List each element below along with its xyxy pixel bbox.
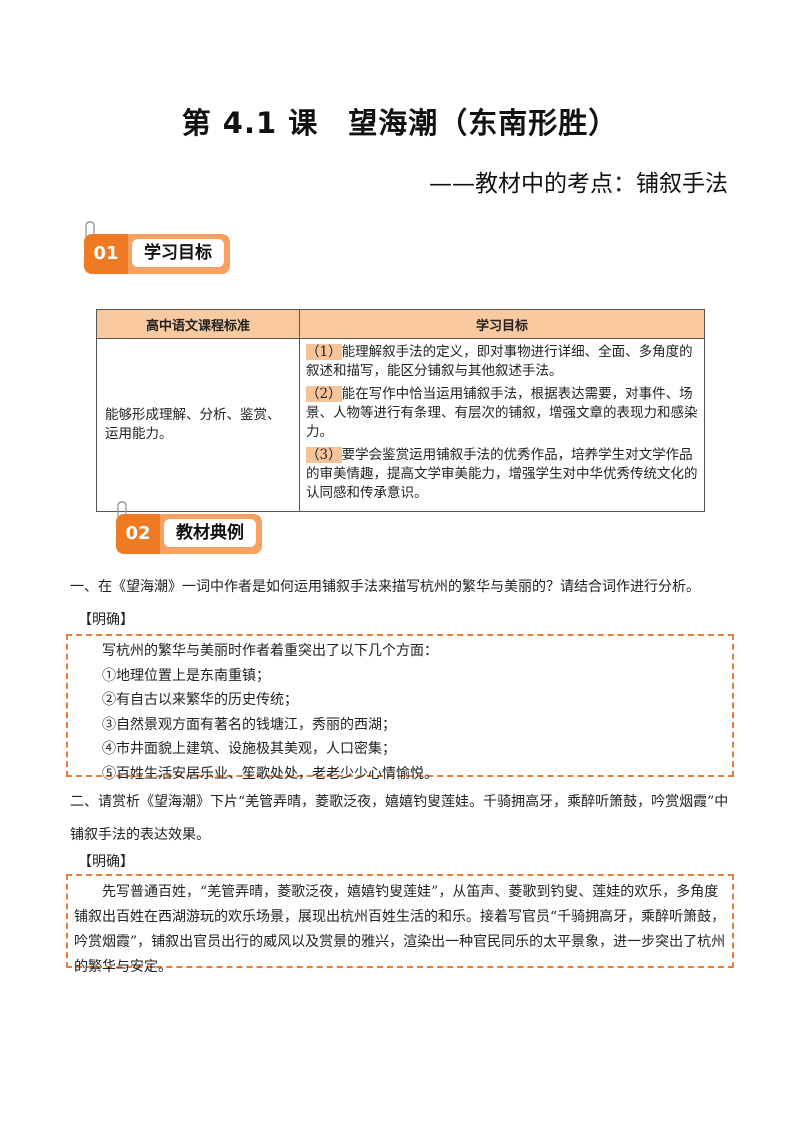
- goal-marker: （1）: [306, 344, 342, 360]
- table-header-standard: 高中语文课程标准: [96, 309, 300, 339]
- objectives-table: 高中语文课程标准 学习目标 能够形成理解、分析、鉴赏、运用能力。 （1）能理解叙…: [96, 309, 705, 512]
- answer-line: ③自然景观方面有著名的钱塘江，秀丽的西湖；: [102, 716, 396, 733]
- section-number: 01: [84, 234, 128, 274]
- answer-line: ①地理位置上是东南重镇；: [102, 667, 270, 684]
- table-row: 能够形成理解、分析、鉴赏、运用能力。 （1）能理解叙手法的定义，即对事物进行详细…: [96, 338, 705, 512]
- page-title: 第 4.1 课 望海潮（东南形胜）: [181, 106, 619, 140]
- table-header-row: 高中语文课程标准 学习目标: [96, 309, 705, 339]
- answer-line: 写杭州的繁华与美丽时作者着重突出了以下几个方面：: [102, 643, 438, 659]
- question-2: 二、请赏析《望海潮》下片“羌管弄晴，菱歌泛夜，嬉嬉钓叟莲娃。千骑拥高牙，乘醉听箫…: [70, 794, 729, 843]
- goals-cell: （1）能理解叙手法的定义，即对事物进行详细、全面、多角度的叙述和描写，能区分铺叙…: [299, 338, 705, 512]
- table-header-goals: 学习目标: [299, 309, 705, 339]
- goal-item: （2）能在写作中恰当运用铺叙手法，根据表达需要，对事件、场景、人物等进行有条理、…: [306, 385, 698, 442]
- section-label: 教材典例: [164, 519, 256, 547]
- goal-text: 能理解叙手法的定义，即对事物进行详细、全面、多角度的叙述和描写，能区分铺叙与其他…: [306, 344, 693, 379]
- answer-label: 【明确】: [78, 612, 134, 628]
- answer-box-2: 先写普通百姓，“羌管弄晴，菱歌泛夜，嬉嬉钓叟莲娃”，从笛声、菱歌到钓叟、莲娃的欢…: [66, 874, 734, 975]
- goal-item: （3）要学会鉴赏运用铺叙手法的优秀作品，培养学生对文学作品的审美情趣，提高文学审…: [306, 446, 698, 503]
- section-number: 02: [116, 514, 160, 554]
- goal-text: 能在写作中恰当运用铺叙手法，根据表达需要，对事件、场景、人物等进行有条理、有层次…: [306, 386, 698, 440]
- answer-label: 【明确】: [78, 854, 134, 870]
- section-label: 学习目标: [132, 239, 224, 267]
- answer-line: ④市井面貌上建筑、设施极其美观，人口密集；: [102, 741, 396, 757]
- goal-item: （1）能理解叙手法的定义，即对事物进行详细、全面、多角度的叙述和描写，能区分铺叙…: [306, 343, 698, 381]
- goal-text: 要学会鉴赏运用铺叙手法的优秀作品，培养学生对文学作品的审美情趣，提高文学审美能力…: [306, 447, 698, 501]
- question-1: 一、在《望海潮》一词中作者是如何运用铺叙手法来描写杭州的繁华与美丽的？请结合词作…: [70, 579, 700, 595]
- answer-box-1: 写杭州的繁华与美丽时作者着重突出了以下几个方面： ①地理位置上是东南重镇； ②有…: [66, 634, 734, 782]
- answer-line: ②有自古以来繁华的历史传统；: [102, 692, 298, 708]
- section-header-examples: 02 教材典例: [112, 500, 272, 554]
- standard-cell: 能够形成理解、分析、鉴赏、运用能力。: [96, 338, 300, 512]
- goal-marker: （3）: [306, 447, 342, 463]
- page-subtitle: ——教材中的考点：铺叙手法: [429, 171, 728, 197]
- goal-marker: （2）: [306, 386, 342, 402]
- section-header-objectives: 01 学习目标: [80, 220, 240, 274]
- paperclip-icon: [85, 221, 95, 240]
- paperclip-icon: [117, 501, 127, 520]
- answer-line: ⑤百姓生活安居乐业、笙歌处处，老老少少心情愉悦。: [102, 765, 438, 782]
